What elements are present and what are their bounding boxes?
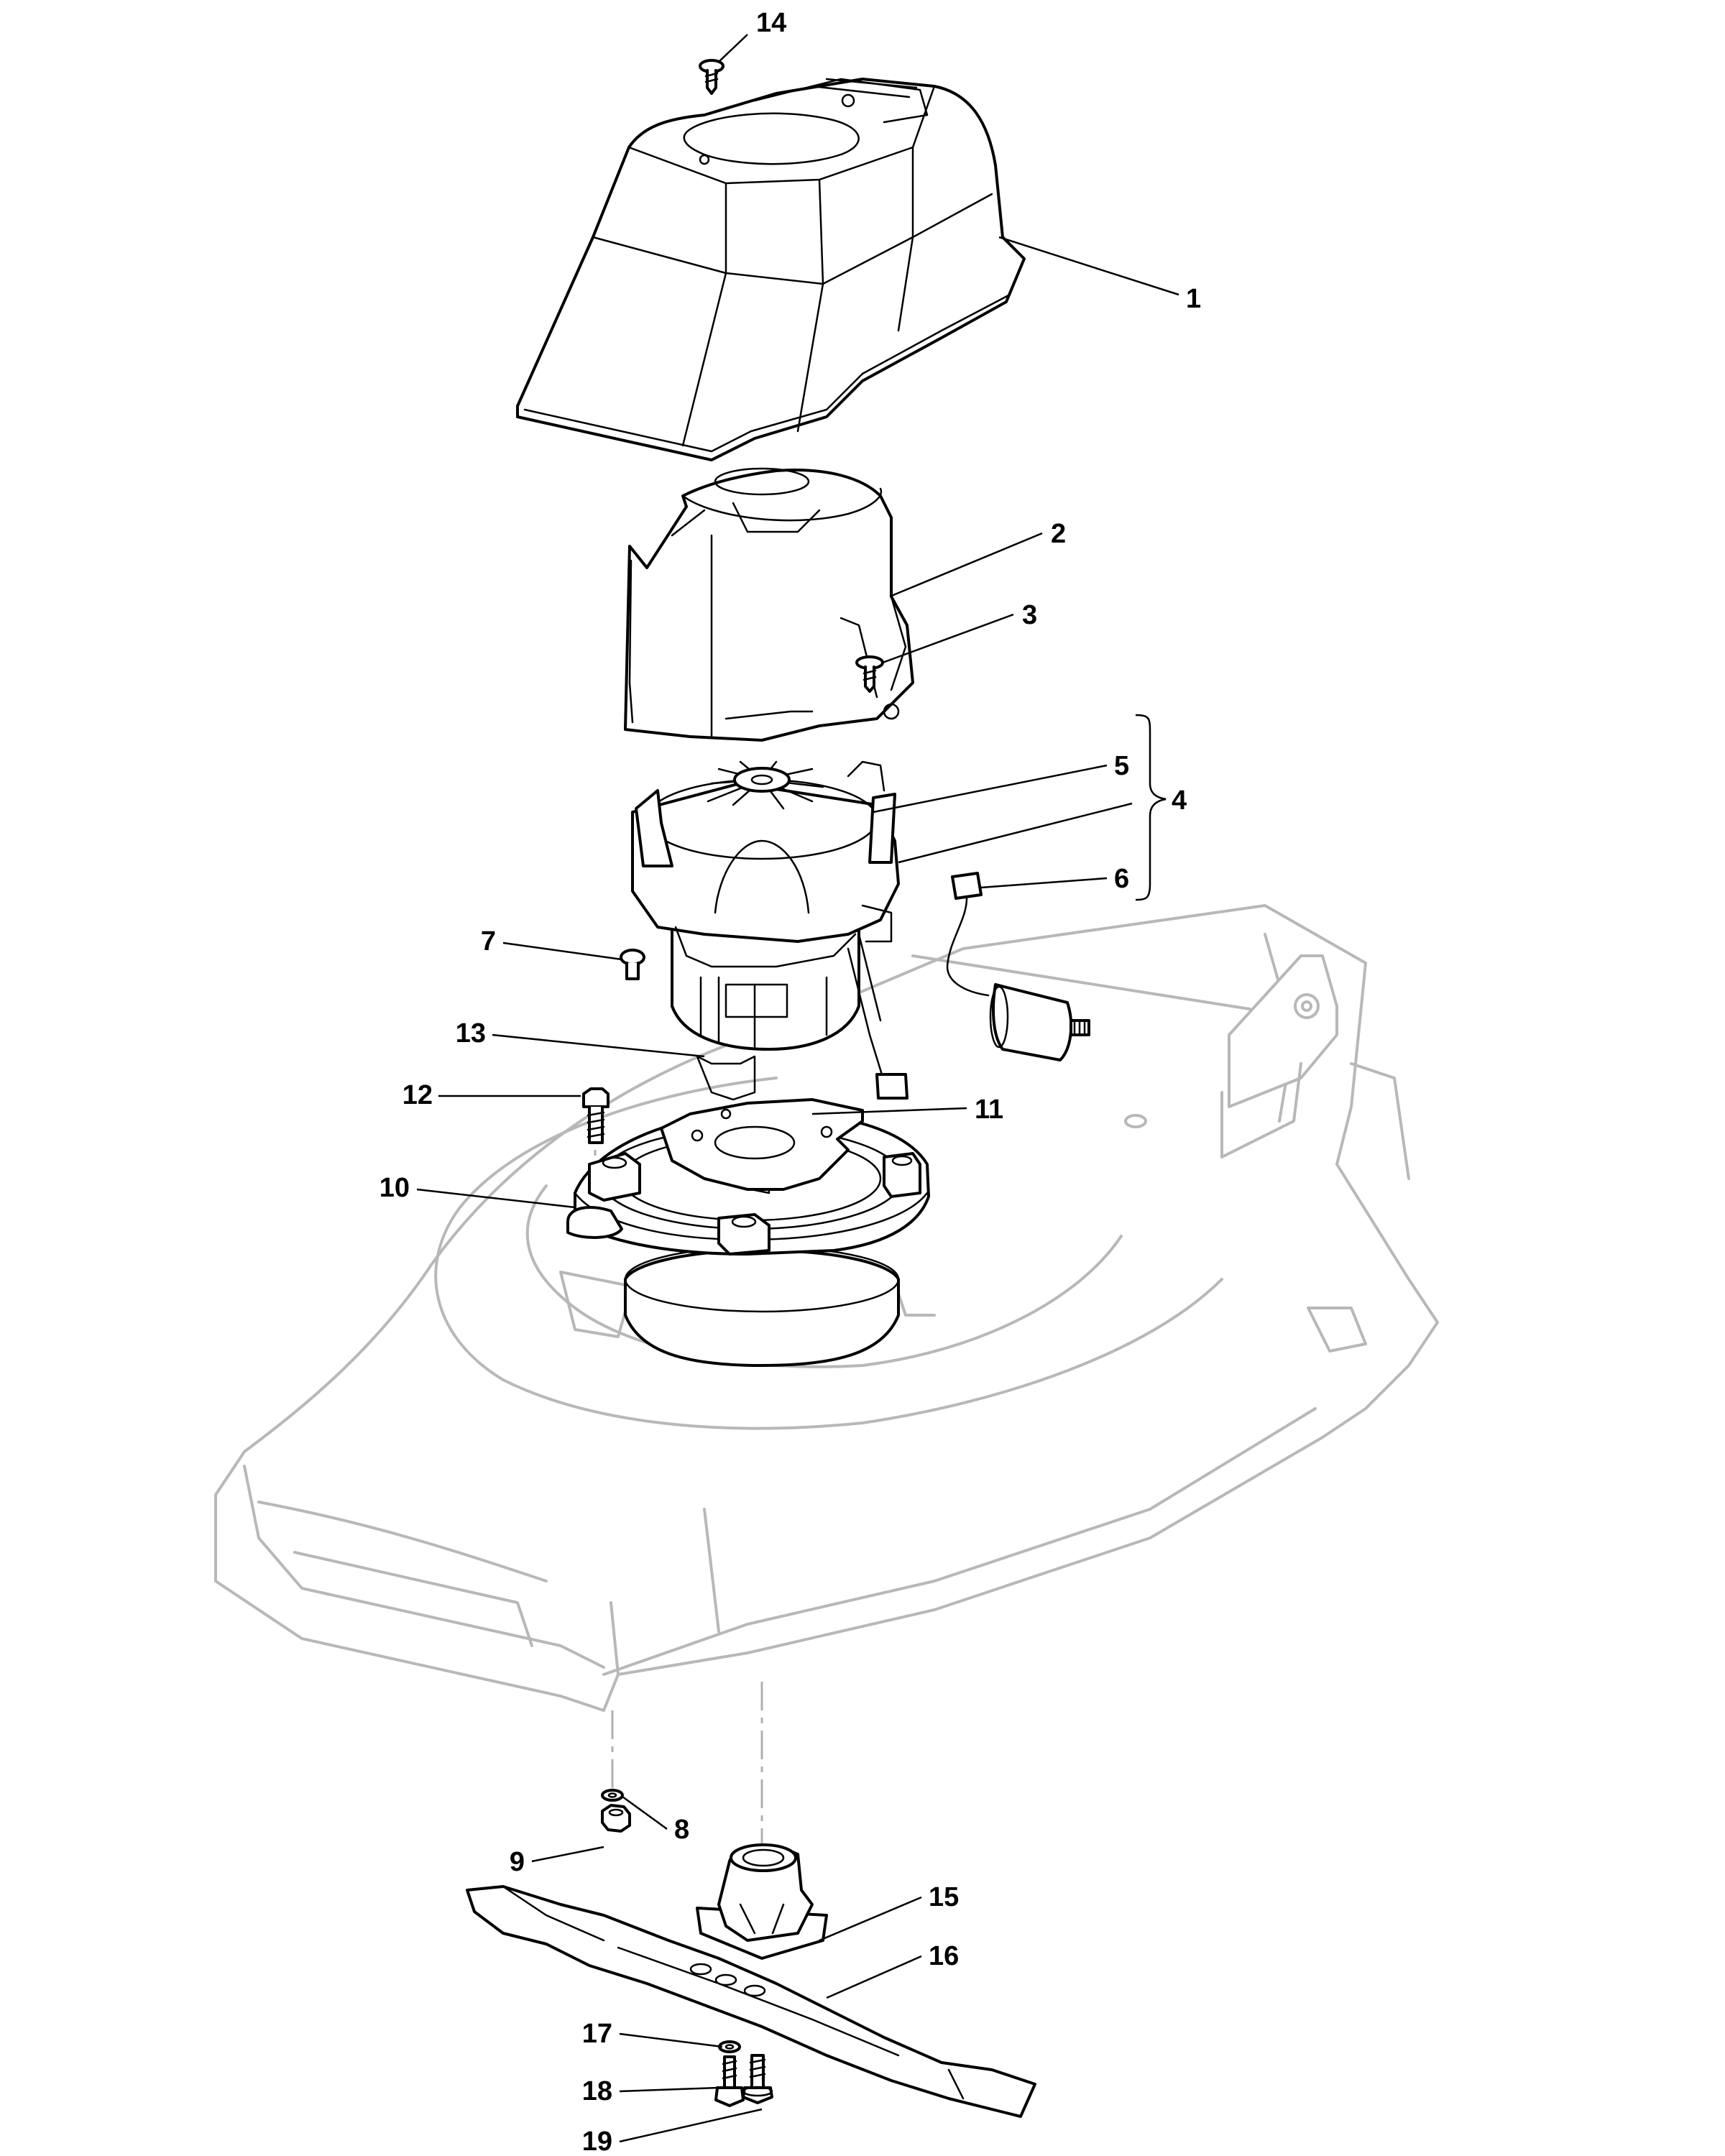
screw-part-14 (699, 59, 724, 95)
callout-9: 9 (510, 1847, 525, 1877)
fan-housing-part-2 (624, 467, 914, 742)
callout-4: 4 (1172, 786, 1187, 816)
callout-1: 1 (1186, 284, 1201, 314)
callout-3: 3 (1022, 600, 1037, 630)
motor-assembly-part-4 (631, 782, 908, 1101)
callout-15: 15 (929, 1882, 959, 1912)
callout-labels: 14 1 2 3 5 4 6 7 13 12 11 10 8 9 15 16 1… (380, 8, 1201, 2156)
callout-5: 5 (1114, 751, 1129, 781)
callout-14: 14 (756, 8, 786, 38)
washer-part-8 (601, 1789, 624, 1802)
washer-part-17 (718, 2040, 741, 2053)
callout-6: 6 (1114, 864, 1129, 894)
callout-17: 17 (582, 2019, 612, 2049)
motor-cover-part-1 (516, 78, 1026, 461)
callout-8: 8 (674, 1815, 689, 1845)
callout-18: 18 (582, 2076, 612, 2106)
blade-part-16 (466, 1885, 1036, 2118)
deck-pivot-bracket (1220, 954, 1338, 1158)
callout-16: 16 (929, 1941, 959, 1971)
callout-2: 2 (1051, 519, 1066, 549)
callout-7: 7 (481, 926, 496, 957)
capacitor-part-6 (946, 872, 1090, 1061)
bolt-part-19 (742, 2054, 773, 2104)
bolt-part-12 (582, 1087, 610, 1144)
plate-part-11 (660, 1098, 864, 1191)
screw-part-7 (620, 949, 645, 980)
callout-10: 10 (380, 1173, 410, 1203)
callout-12: 12 (402, 1080, 433, 1110)
nut-part-9 (601, 1804, 631, 1833)
bolt-part-18 (714, 2055, 745, 2107)
leader-lines (416, 34, 1179, 2143)
blade-adapter-part-15 (696, 1843, 828, 1960)
callout-19: 19 (582, 2127, 612, 2156)
callout-13: 13 (456, 1018, 486, 1049)
screw-part-3 (855, 655, 884, 693)
callout-11: 11 (975, 1095, 1003, 1125)
